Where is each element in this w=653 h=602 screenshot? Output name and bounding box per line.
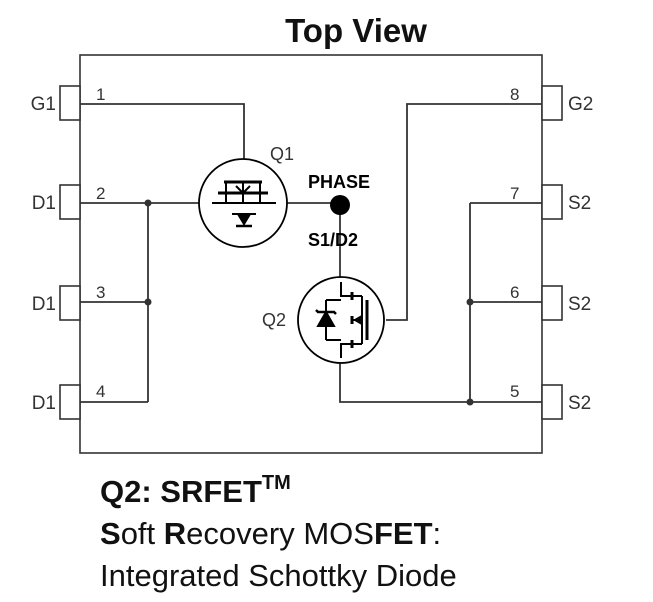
caption-srfet: Q2: SRFET	[100, 474, 262, 509]
caption-r-initial: R	[163, 516, 187, 551]
pin-1-name: G1	[31, 94, 56, 115]
junction-d1-mid	[144, 298, 152, 306]
caption-oft: oft	[120, 516, 164, 551]
phase-label: PHASE	[308, 172, 370, 192]
pin-4-stub	[59, 384, 81, 420]
pin-5-stub	[541, 384, 563, 420]
pin-5-number: 5	[510, 382, 519, 401]
caption-trademark: TM	[261, 472, 291, 494]
q2-label: Q2	[262, 310, 286, 330]
junction-d1-top	[144, 199, 152, 207]
pin-8-stub	[541, 85, 563, 121]
pin-3-number: 3	[96, 283, 105, 302]
pin-2-name: D1	[32, 193, 56, 214]
wire-gate-q1	[80, 103, 245, 166]
pin-4-number: 4	[96, 382, 105, 401]
pin-1-number: 1	[96, 85, 105, 104]
s1d2-label: S1/D2	[308, 230, 358, 250]
junctions	[144, 199, 474, 406]
pin-6-stub	[541, 285, 563, 321]
pin-2-stub	[59, 184, 81, 220]
pin-1-stub	[59, 85, 81, 121]
pin-7-name: S2	[568, 193, 591, 214]
caption-colon: :	[432, 516, 442, 551]
pin-5-name: S2	[568, 393, 591, 414]
wire-gate-q2	[386, 103, 542, 321]
caption-line-2: Soft Recovery MOSFET:	[100, 516, 441, 552]
caption-line-3: Integrated Schottky Diode	[100, 558, 457, 593]
pin-4-name: D1	[32, 393, 56, 414]
pin-2-number: 2	[96, 184, 105, 203]
pin-8-number: 8	[510, 85, 519, 104]
phase-node-dot	[330, 195, 350, 215]
package-outline	[79, 54, 543, 454]
caption-fet: FET	[373, 516, 433, 551]
pin-7-stub	[541, 184, 563, 220]
pin-8-name: G2	[568, 94, 593, 115]
q2-mosfet-symbol	[297, 276, 385, 364]
caption-ecovery-mos: ecovery MOS	[186, 516, 374, 551]
left-pin-stubs	[59, 85, 81, 420]
caption-line-1: Q2: SRFETTM	[100, 472, 291, 510]
pin-6-name: S2	[568, 294, 591, 315]
q1-label: Q1	[270, 144, 294, 164]
caption-s-initial: S	[100, 516, 121, 551]
pin-6-number: 6	[510, 283, 519, 302]
junction-s2-mid	[466, 298, 474, 306]
package-diagram: G1 D1 D1 D1 G2 S2 S2 S2 1 2 3 4 8 7 6 5	[31, 54, 593, 454]
pin-7-number: 7	[510, 184, 519, 203]
right-pin-stubs	[541, 85, 563, 420]
junction-s2-bottom	[466, 398, 474, 406]
pin-3-stub	[59, 285, 81, 321]
diagram-title: Top View	[285, 12, 427, 49]
wire-source-q2	[339, 358, 542, 403]
wiring	[80, 103, 542, 403]
pin-3-name: D1	[32, 294, 56, 315]
q1-mosfet-symbol	[198, 158, 288, 248]
